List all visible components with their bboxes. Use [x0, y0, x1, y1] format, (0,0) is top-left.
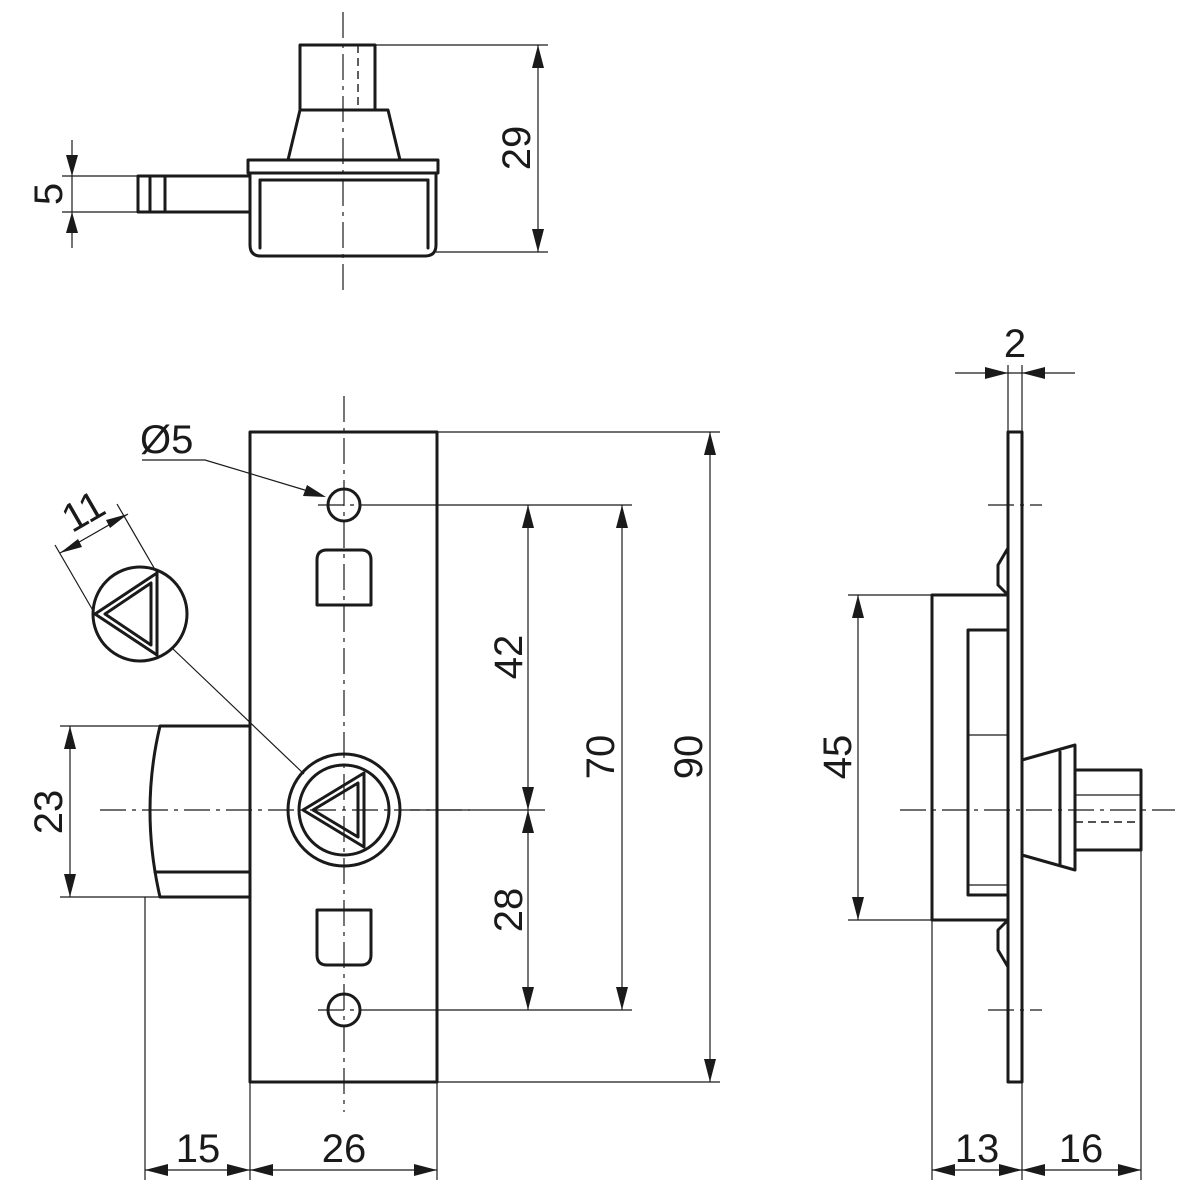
dim-spindle-length: 16: [1059, 1127, 1104, 1171]
side-view: 2 45 13 16: [816, 322, 1175, 1180]
dim-key-size: 11: [55, 482, 113, 541]
dim-plate-width: 26: [322, 1127, 367, 1171]
front-view-bolt: [148, 724, 252, 899]
dim-bolt-height: 23: [27, 790, 71, 835]
side-view-boss: [1020, 743, 1077, 872]
top-view: 29 5: [27, 12, 548, 292]
dim-plate-height: 90: [667, 735, 711, 780]
dim-hole-diameter: Ø5: [140, 418, 193, 462]
dim-bolt-thickness: 5: [27, 183, 71, 205]
detail-triangle-key: [93, 571, 159, 657]
front-view: 42 28 70 90 23 Ø5: [27, 396, 720, 1180]
dim-hole-spacing: 70: [579, 735, 623, 780]
top-view-knob: [286, 43, 402, 162]
side-view-case: [930, 593, 1010, 922]
dim-top-view-height: 29: [495, 126, 539, 171]
dim-case-depth: 13: [955, 1127, 1000, 1171]
top-view-bolt: [136, 174, 252, 214]
dim-case-height: 45: [816, 735, 860, 780]
slot-top: [315, 548, 373, 607]
dim-flange-thickness: 2: [1004, 322, 1026, 366]
detail-key-circle: [91, 565, 189, 663]
dim-spindle-to-hole: 28: [487, 888, 531, 933]
side-view-flange: [1006, 430, 1024, 1084]
dim-bolt-projection: 15: [176, 1127, 221, 1171]
slot-bottom: [315, 908, 373, 967]
dim-hole-to-spindle: 42: [487, 635, 531, 680]
